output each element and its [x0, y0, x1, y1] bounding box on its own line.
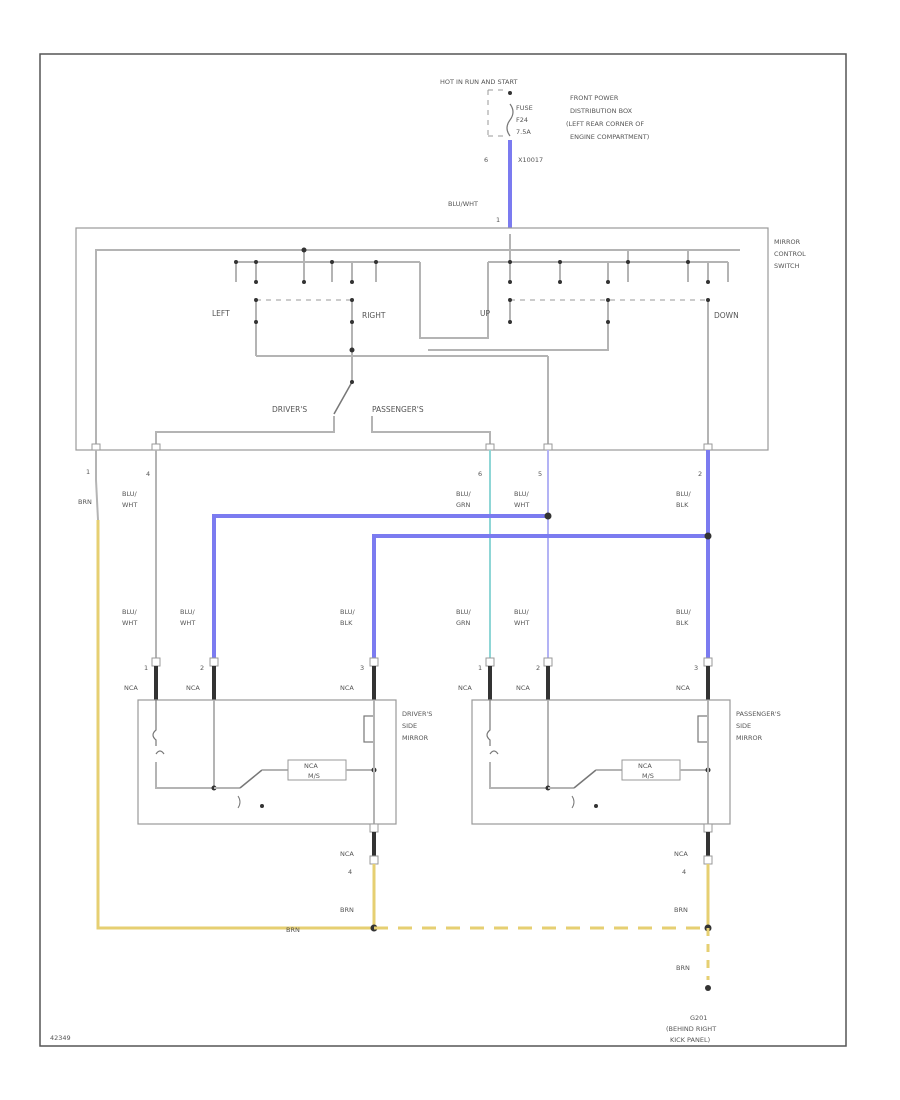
svg-text:MIRROR: MIRROR — [736, 734, 763, 742]
power-connector: X10017 — [518, 156, 543, 164]
location-line-4: ENGINE COMPARTMENT) — [570, 133, 649, 141]
svg-text:NCA: NCA — [340, 850, 354, 858]
svg-text:GRN: GRN — [456, 619, 471, 627]
svg-text:1: 1 — [86, 468, 90, 476]
svg-text:BLU/: BLU/ — [676, 490, 692, 498]
svg-text:WHT: WHT — [122, 619, 137, 627]
svg-text:BRN: BRN — [674, 906, 688, 914]
svg-text:BLU/: BLU/ — [340, 608, 356, 616]
svg-text:BLK: BLK — [340, 619, 353, 627]
svg-text:4: 4 — [146, 470, 150, 478]
svg-text:2: 2 — [698, 470, 702, 478]
location-line-2: DISTRIBUTION BOX — [570, 107, 633, 115]
svg-text:NCA: NCA — [674, 850, 688, 858]
svg-text:BRN: BRN — [78, 498, 92, 506]
svg-text:BLU/: BLU/ — [676, 608, 692, 616]
left-label: LEFT — [212, 309, 230, 318]
figure-id: 42349 — [50, 1034, 71, 1042]
power-pin: 6 — [484, 156, 488, 164]
svg-text:3: 3 — [694, 664, 698, 672]
svg-text:NCA: NCA — [340, 684, 354, 692]
location-line-1: FRONT POWER — [570, 94, 619, 102]
diagram-border — [39, 53, 847, 1047]
svg-text:(BEHIND RIGHT: (BEHIND RIGHT — [666, 1025, 716, 1033]
svg-text:WHT: WHT — [122, 501, 137, 509]
drivers-label: DRIVER'S — [272, 405, 307, 414]
svg-text:BLK: BLK — [676, 501, 689, 509]
svg-text:BLU/: BLU/ — [456, 490, 472, 498]
svg-text:SIDE: SIDE — [402, 722, 417, 730]
svg-text:DRIVER'S: DRIVER'S — [402, 710, 432, 718]
svg-text:BRN: BRN — [286, 926, 300, 934]
svg-text:6: 6 — [478, 470, 482, 478]
svg-text:KICK PANEL): KICK PANEL) — [670, 1036, 710, 1044]
svg-text:WHT: WHT — [514, 619, 529, 627]
svg-text:BLU/: BLU/ — [122, 608, 138, 616]
svg-text:NCA: NCA — [124, 684, 138, 692]
svg-text:1: 1 — [144, 664, 148, 672]
switch-title-3: SWITCH — [774, 262, 800, 270]
svg-text:NCA: NCA — [516, 684, 530, 692]
svg-text:4: 4 — [682, 868, 686, 876]
svg-text:NCA: NCA — [304, 762, 318, 770]
svg-text:3: 3 — [360, 664, 364, 672]
svg-text:4: 4 — [348, 868, 352, 876]
switch-title-1: MIRROR — [774, 238, 801, 246]
switch-title-2: CONTROL — [774, 250, 806, 258]
drivers-side-mirror: DRIVER'S SIDE MIRROR NCA M/S NCA 4 BRN — [137, 657, 432, 932]
svg-text:NCA: NCA — [638, 762, 652, 770]
svg-text:NCA: NCA — [676, 684, 690, 692]
svg-text:BLK: BLK — [676, 619, 689, 627]
svg-text:M/S: M/S — [308, 772, 320, 780]
svg-text:BRN: BRN — [340, 906, 354, 914]
right-label: RIGHT — [362, 311, 386, 320]
svg-text:BLU/: BLU/ — [122, 490, 138, 498]
fuse-icon — [506, 103, 514, 137]
mirror-control-switch: MIRROR CONTROL SWITCH LEFT RIGHT UP DO — [75, 227, 806, 451]
svg-text:2: 2 — [200, 664, 204, 672]
fuse-label: FUSE — [516, 104, 533, 112]
svg-text:BLU/: BLU/ — [456, 608, 472, 616]
svg-text:WHT: WHT — [514, 501, 529, 509]
svg-text:SIDE: SIDE — [736, 722, 751, 730]
svg-text:G201: G201 — [690, 1014, 707, 1022]
svg-text:BRN: BRN — [676, 964, 690, 972]
harness-wiring — [95, 450, 712, 930]
driver-mirror-wire-labels: BLU/ WHT 1 NCA BLU/ WHT 2 NCA BLU/ BLK 3… — [122, 608, 364, 692]
switch-power-pin: 1 — [496, 216, 500, 224]
location-line-3: (LEFT REAR CORNER OF — [566, 120, 644, 128]
svg-text:NCA: NCA — [186, 684, 200, 692]
ground-circuit: BRN BRN G201 (BEHIND RIGHT KICK PANEL) — [286, 926, 716, 1044]
svg-text:BLU/: BLU/ — [514, 490, 530, 498]
fuse-amp: 7.5A — [516, 128, 531, 136]
fuse-id: F24 — [516, 116, 528, 124]
svg-text:MIRROR: MIRROR — [402, 734, 429, 742]
passengers-label: PASSENGER'S — [372, 405, 424, 414]
power-source: HOT IN RUN AND START FUSE F24 7.5A FRONT… — [440, 78, 649, 228]
svg-text:BLU/: BLU/ — [180, 608, 196, 616]
svg-text:NCA: NCA — [458, 684, 472, 692]
hot-label: HOT IN RUN AND START — [440, 78, 518, 86]
svg-text:PASSENGER'S: PASSENGER'S — [736, 710, 781, 718]
svg-text:M/S: M/S — [642, 772, 654, 780]
svg-text:5: 5 — [538, 470, 542, 478]
svg-text:WHT: WHT — [180, 619, 195, 627]
power-wire-color: BLU/WHT — [448, 200, 478, 208]
svg-text:BLU/: BLU/ — [514, 608, 530, 616]
down-label: DOWN — [714, 311, 739, 320]
up-label: UP — [480, 309, 490, 318]
svg-text:1: 1 — [478, 664, 482, 672]
passengers-side-mirror: PASSENGER'S SIDE MIRROR NCA M/S NCA 4 BR… — [471, 657, 781, 932]
svg-text:2: 2 — [536, 664, 540, 672]
switch-output-labels: 1 BRN 4 BLU/ WHT 6 BLU/ GRN 5 BLU/ WHT 2… — [78, 468, 702, 509]
passenger-mirror-wire-labels: BLU/ GRN 1 NCA BLU/ WHT 2 NCA BLU/ BLK 3… — [456, 608, 698, 692]
svg-text:GRN: GRN — [456, 501, 471, 509]
